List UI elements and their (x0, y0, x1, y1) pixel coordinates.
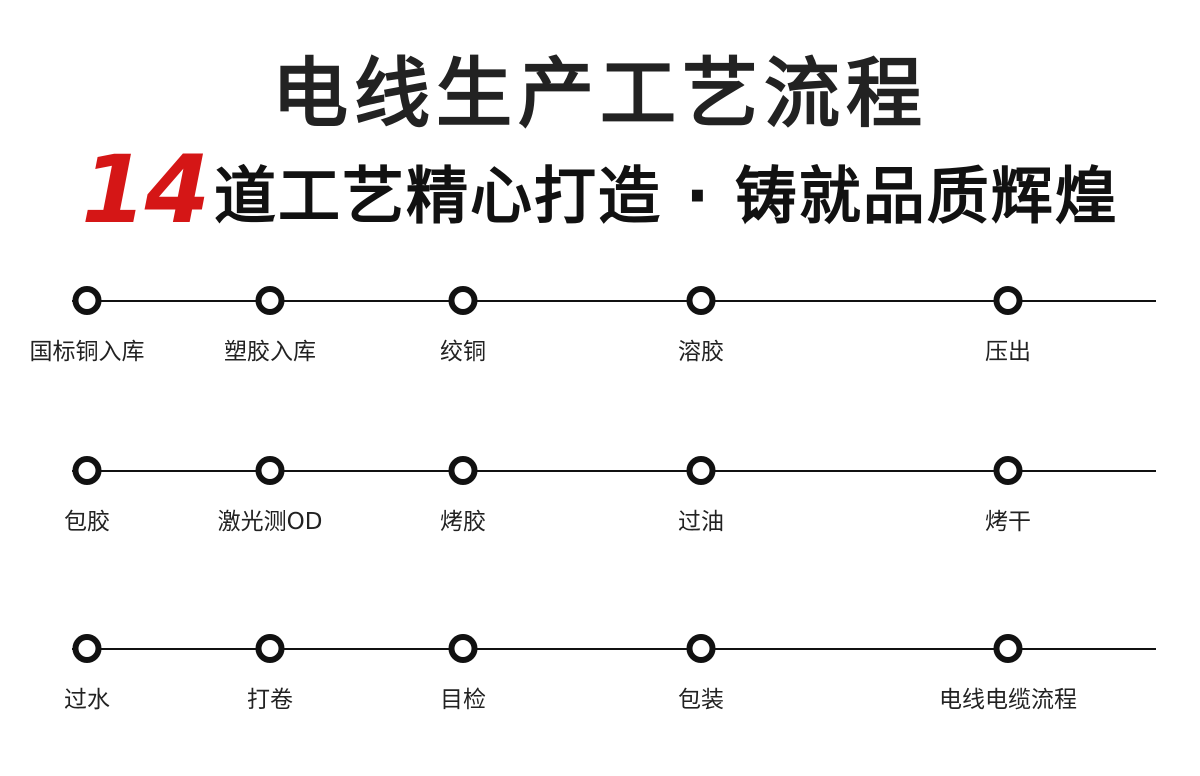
step-label: 电线电缆流程 (939, 687, 1077, 713)
step-label: 压出 (985, 339, 1031, 365)
step-label: 打卷 (247, 687, 293, 713)
subtitle: 14道工艺精心打造 · 铸就品质辉煌 (0, 136, 1200, 245)
step-node-circle (72, 456, 102, 485)
step-node-circle (993, 286, 1023, 315)
step-label: 目检 (440, 687, 486, 713)
step-node-circle (993, 634, 1023, 663)
connector-line (72, 300, 1156, 302)
process-row-2: 包胶 激光测OD 烤胶 过油 烤干 (0, 456, 1200, 550)
step-label: 包装 (678, 687, 724, 713)
process-row-1: 国标铜入库 塑胶入库 绞铜 溶胶 压出 (0, 286, 1200, 380)
step-node-circle (448, 634, 478, 663)
step-label: 绞铜 (440, 339, 486, 365)
step-node-circle (72, 634, 102, 663)
step-node-circle (686, 634, 716, 663)
step-label: 过油 (678, 509, 724, 535)
step-node-circle (686, 286, 716, 315)
step-label: 烤胶 (440, 509, 486, 535)
step-label: 塑胶入库 (224, 339, 316, 365)
subtitle-number: 14 (81, 136, 210, 245)
step-node-circle (686, 456, 716, 485)
page-title: 电线生产工艺流程 (272, 49, 928, 138)
step-node-circle (993, 456, 1023, 485)
connector-line (72, 470, 1156, 472)
step-node-circle (255, 634, 285, 663)
step-label: 包胶 (64, 509, 110, 535)
step-label: 过水 (64, 687, 110, 713)
step-node-circle (72, 286, 102, 315)
step-label: 国标铜入库 (29, 339, 145, 365)
step-label: 烤干 (985, 509, 1031, 535)
step-node-circle (448, 286, 478, 315)
subtitle-text: 道工艺精心打造 · 铸就品质辉煌 (214, 159, 1119, 233)
step-node-circle (255, 286, 285, 315)
step-label: 激光测OD (217, 509, 323, 535)
step-node-circle (255, 456, 285, 485)
step-node-circle (448, 456, 478, 485)
connector-line (72, 648, 1156, 650)
step-label: 溶胶 (678, 339, 724, 365)
process-row-3: 过水 打卷 目检 包装 电线电缆流程 (0, 634, 1200, 728)
